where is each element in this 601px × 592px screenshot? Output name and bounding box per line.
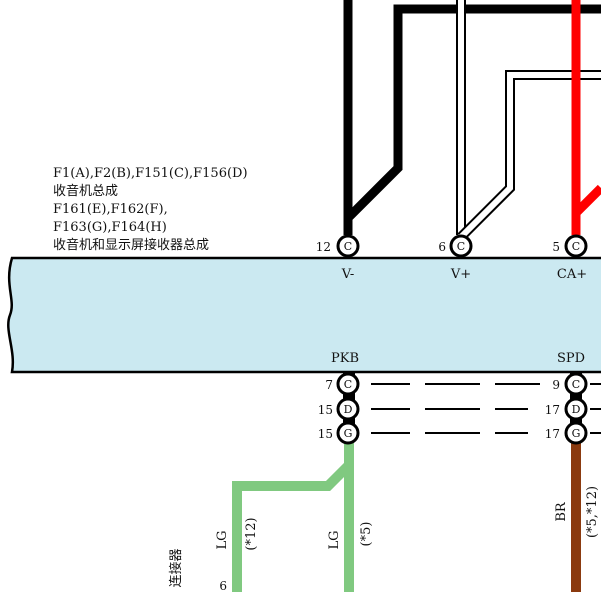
wire-note-br: (*5,*12) [585, 486, 600, 538]
connector-letter: C [572, 378, 580, 391]
pin-number: 15 [318, 403, 333, 417]
signal-pkb: PKB [331, 351, 359, 366]
module-box [7, 256, 601, 374]
connector-v-minus: 12 C [316, 234, 360, 258]
pin-number-bottom-left: 6 [219, 579, 227, 592]
connector-ca-plus: 5 C [552, 234, 588, 258]
pin-number: 17 [545, 427, 560, 441]
wire-black-branch [344, 4, 601, 222]
connector-letter: C [344, 378, 352, 391]
connector-v-plus: 6 C [438, 234, 473, 258]
dashed-links [371, 383, 601, 434]
pin-number: 12 [316, 240, 331, 254]
connector-letter: D [344, 403, 353, 416]
connector-letter: C [572, 240, 580, 253]
wire-color-br: BR [554, 501, 569, 522]
pin-number: 9 [552, 378, 560, 392]
pin-number: 7 [325, 378, 333, 392]
connector-letter: G [572, 427, 581, 440]
connector-letter: C [457, 240, 465, 253]
signal-spd: SPD [557, 351, 585, 366]
connector-stack-spd: 9 C 17 D 17 G [545, 372, 588, 445]
wire-note-lg-1: (*12) [244, 517, 259, 550]
connector-stack-pkb: 7 C 15 D 15 G [318, 372, 360, 445]
connector-label-partial: 连接器 [168, 548, 184, 587]
wire-light-green-2 [232, 461, 353, 592]
signal-v-plus: V+ [450, 267, 471, 282]
header-line-3: F161(E),F162(F), [53, 202, 168, 217]
header-line-4: F163(G),F164(H) [53, 220, 167, 235]
signal-v-minus: V- [341, 267, 355, 282]
pin-number: 5 [552, 240, 560, 254]
header-line-1: F1(A),F2(B),F151(C),F156(D) [53, 166, 248, 181]
connector-letter: C [344, 240, 352, 253]
wire-color-lg-1: LG [215, 530, 230, 549]
wire-color-lg-2: LG [327, 530, 342, 549]
pin-number: 17 [545, 403, 560, 417]
signal-ca-plus: CA+ [557, 267, 587, 282]
connector-letter: D [572, 403, 581, 416]
wire-note-lg-2: (*5) [359, 522, 374, 547]
header-line-5: 收音机和显示屏接收器总成 [53, 237, 209, 253]
pin-number: 15 [318, 427, 333, 441]
header-line-2: 收音机总成 [53, 183, 118, 199]
connector-letter: G [344, 427, 353, 440]
pin-number: 6 [438, 240, 446, 254]
wire-red-branch [572, 184, 601, 217]
